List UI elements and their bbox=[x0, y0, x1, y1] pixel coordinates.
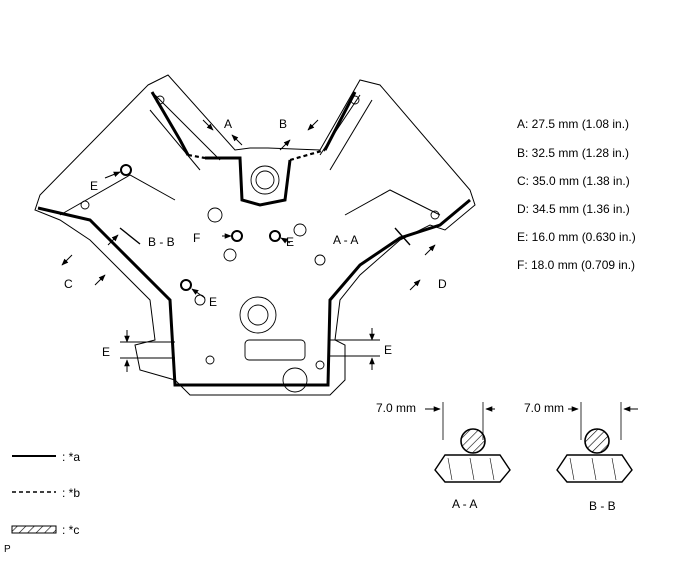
inner-features bbox=[80, 95, 440, 393]
spec-a: A: 27.5 mm (1.08 in.) bbox=[517, 117, 630, 131]
legend-label-c: : *c bbox=[62, 523, 80, 537]
sealant-points bbox=[120, 164, 281, 291]
callout-d: D bbox=[438, 277, 447, 291]
spec-c: C: 35.0 mm (1.38 in.) bbox=[517, 174, 630, 188]
seal-line-solid bbox=[37, 91, 471, 387]
callout-e-1: E bbox=[90, 179, 98, 193]
callout-e-2: E bbox=[286, 235, 294, 249]
section-cut-lines bbox=[119, 227, 411, 246]
callout-f: F bbox=[193, 231, 200, 245]
detail-aa-caption: A - A bbox=[452, 497, 477, 511]
callout-e-5: E bbox=[384, 343, 392, 357]
callout-b: B bbox=[279, 117, 287, 131]
callout-section-bb: B - B bbox=[148, 235, 175, 249]
callout-a: A bbox=[224, 117, 232, 131]
detail-aa: 7.0 mm A - A bbox=[376, 401, 511, 511]
detail-bb-dim: 7.0 mm bbox=[524, 401, 564, 415]
spec-f: F: 18.0 mm (0.709 in.) bbox=[517, 258, 636, 272]
detail-aa-dim: 7.0 mm bbox=[376, 401, 416, 415]
page-code: P bbox=[4, 544, 11, 555]
detail-bb-caption: B - B bbox=[589, 499, 616, 513]
legend-hatched-icon bbox=[11, 525, 57, 534]
detail-bb: 7.0 mm B - B bbox=[524, 401, 638, 513]
spec-e: E: 16.0 mm (0.630 in.) bbox=[517, 230, 636, 244]
legend-symbols bbox=[11, 455, 57, 534]
seal-line-dashed bbox=[187, 148, 326, 162]
callout-e-3: E bbox=[209, 295, 217, 309]
callout-c: C bbox=[64, 277, 73, 291]
callout-labels: A B C D E E E E E F B - B A - A bbox=[64, 117, 447, 359]
callout-e-4: E bbox=[102, 345, 110, 359]
dimension-arrows bbox=[61, 119, 436, 372]
legend-label-a: : *a bbox=[62, 450, 81, 464]
spec-d: D: 34.5 mm (1.36 in.) bbox=[517, 202, 630, 216]
spec-b: B: 32.5 mm (1.28 in.) bbox=[517, 146, 630, 160]
legend-label-b: : *b bbox=[62, 486, 81, 500]
callout-section-aa: A - A bbox=[333, 233, 358, 247]
